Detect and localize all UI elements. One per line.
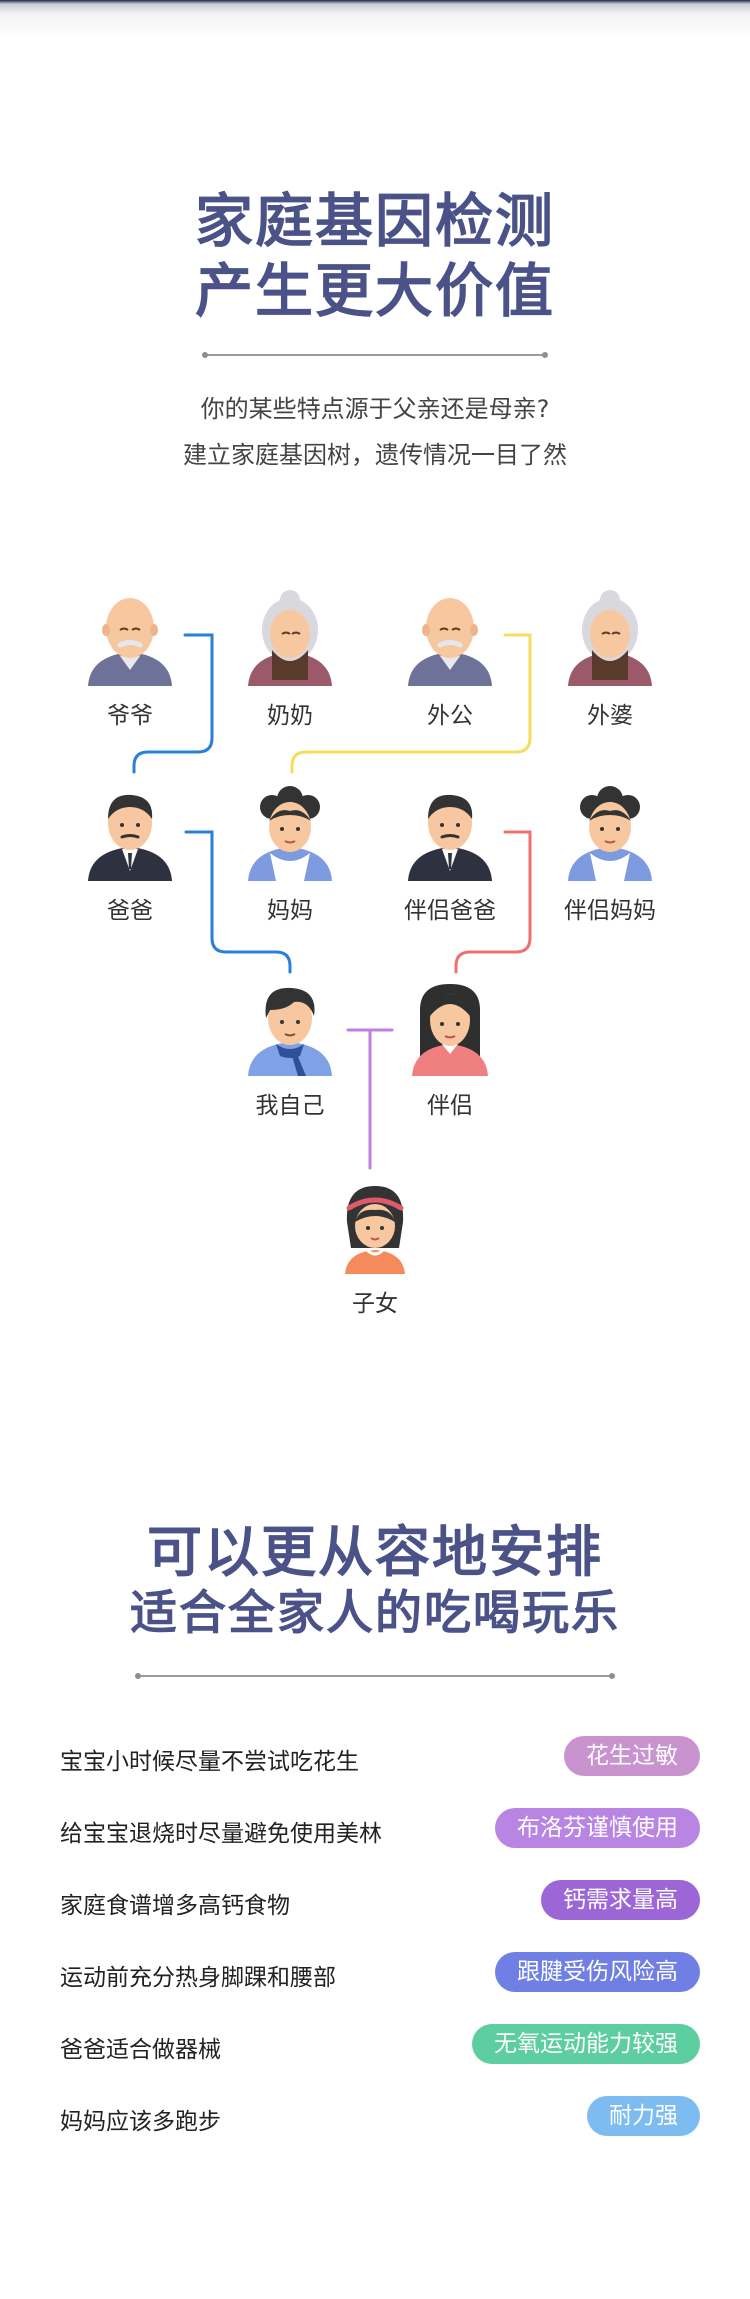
tip-badge: 耐力强	[587, 2096, 700, 2136]
member-label: 我自己	[255, 1093, 325, 1119]
tip-text: 宝宝小时候尽量不尝试吃花生	[60, 1749, 359, 1775]
self-avatar-icon	[248, 987, 332, 1076]
tip-row: 运动前充分热身脚踝和腰部 跟腱受伤风险高	[60, 1946, 700, 2018]
tip-row: 给宝宝退烧时尽量避免使用美林 布洛芬谨慎使用	[60, 1802, 700, 1874]
mother-avatar-icon	[248, 786, 332, 881]
member-yeye: 爷爷	[70, 590, 190, 730]
member-child: 子女	[315, 1178, 435, 1318]
member-label: 子女	[352, 1291, 398, 1317]
page-title-line1: 家庭基因检测	[194, 187, 555, 255]
tip-text: 妈妈应该多跑步	[60, 2109, 221, 2135]
grandfather-avatar-icon	[88, 598, 172, 686]
family-tips-list: 宝宝小时候尽量不尝试吃花生 花生过敏 给宝宝退烧时尽量避免使用美林 布洛芬谨慎使…	[60, 1730, 700, 2162]
tip-row: 爸爸适合做器械 无氧运动能力较强	[60, 2018, 700, 2090]
tip-badge: 跟腱受伤风险高	[495, 1952, 700, 1992]
title-divider	[202, 352, 548, 358]
member-label: 妈妈	[267, 898, 313, 924]
subtitle-line1: 你的某些特点源于父亲还是母亲?	[200, 395, 550, 423]
section2-divider	[135, 1673, 615, 1679]
member-label: 奶奶	[267, 703, 313, 729]
father-avatar-icon	[88, 794, 172, 881]
grandmother-avatar-icon	[568, 590, 652, 686]
member-partner-mother: 伴侣妈妈	[550, 785, 670, 925]
page-title-line2: 产生更大价值	[194, 257, 555, 325]
tip-badge: 花生过敏	[564, 1736, 700, 1776]
tip-text: 运动前充分热身脚踝和腰部	[60, 1965, 336, 1991]
member-label: 外公	[427, 703, 473, 729]
tip-text: 家庭食谱增多高钙食物	[60, 1893, 290, 1919]
member-label: 伴侣	[427, 1093, 473, 1119]
tip-badge: 无氧运动能力较强	[472, 2024, 700, 2064]
member-label: 爷爷	[107, 703, 153, 729]
member-baba: 爸爸	[70, 785, 190, 925]
family-tree-connectors	[132, 633, 532, 1170]
member-waipo: 外婆	[550, 590, 670, 730]
subtitle-line2: 建立家庭基因树，遗传情况一目了然	[183, 441, 567, 469]
tip-text: 给宝宝退烧时尽量避免使用美林	[60, 1821, 382, 1847]
member-partner: 伴侣	[390, 980, 510, 1120]
member-mama: 妈妈	[230, 785, 350, 925]
child-avatar-icon	[345, 1186, 405, 1274]
tip-badge: 钙需求量高	[541, 1880, 700, 1920]
partner-mother-avatar-icon	[568, 786, 652, 881]
tip-row: 妈妈应该多跑步 耐力强	[60, 2090, 700, 2162]
member-label: 伴侣爸爸	[404, 898, 496, 924]
tip-row: 家庭食谱增多高钙食物 钙需求量高	[60, 1874, 700, 1946]
member-label: 外婆	[587, 703, 633, 729]
section2-title-line2: 适合全家人的吃喝玩乐	[130, 1586, 620, 1641]
status-bar-shadow	[0, 0, 750, 40]
grandfather-avatar-icon	[408, 598, 492, 686]
member-partner-father: 伴侣爸爸	[390, 785, 510, 925]
partner-father-avatar-icon	[408, 794, 492, 881]
partner-avatar-icon	[412, 984, 488, 1076]
tip-row: 宝宝小时候尽量不尝试吃花生 花生过敏	[60, 1730, 700, 1802]
grandmother-avatar-icon	[248, 590, 332, 686]
member-me: 我自己	[230, 980, 350, 1120]
section2-title-line1: 可以更从容地安排	[146, 1520, 603, 1584]
tip-badge: 布洛芬谨慎使用	[495, 1808, 700, 1848]
member-waigong: 外公	[390, 590, 510, 730]
tip-text: 爸爸适合做器械	[60, 2037, 221, 2063]
member-nainai: 奶奶	[230, 590, 350, 730]
member-label: 伴侣妈妈	[564, 898, 656, 924]
member-label: 爸爸	[107, 898, 153, 924]
